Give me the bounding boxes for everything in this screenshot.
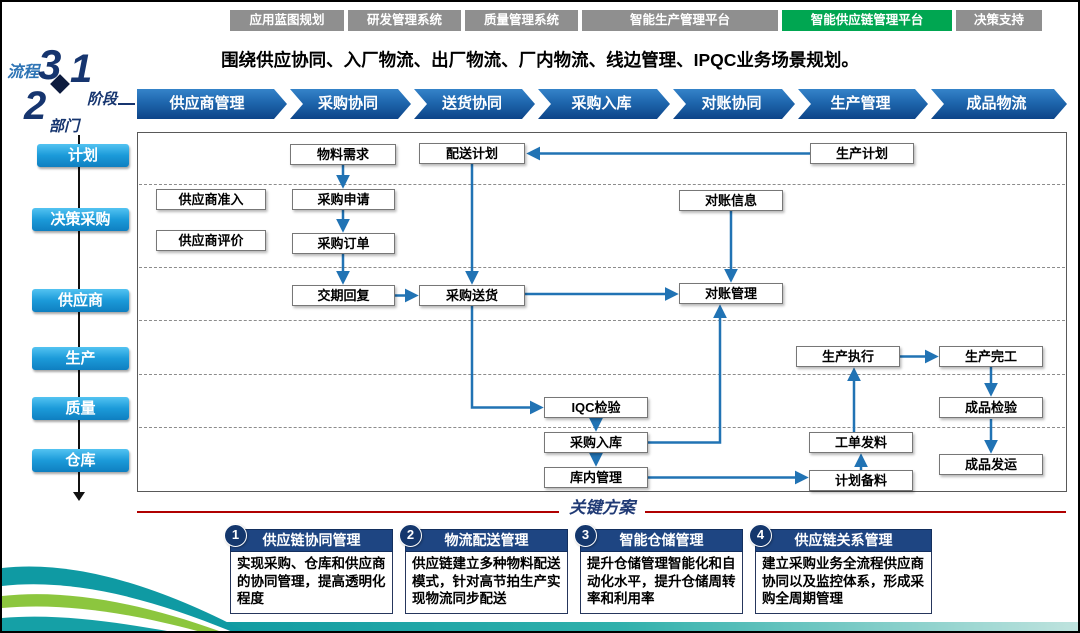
- flow-box-production-completion: 生产完工: [939, 346, 1043, 367]
- decorative-number-3: 3: [38, 41, 62, 88]
- dept-procurement-decision: 决策采购: [32, 208, 129, 231]
- tab-smart-production-platform[interactable]: 智能生产管理平台: [582, 10, 778, 31]
- solution-number-badge: 4: [749, 524, 772, 547]
- solution-card-3: 3 智能仓储管理 提升仓储管理智能化和自动化水平，提升仓储周转率和利用率: [574, 524, 743, 614]
- dept-warehouse: 仓库: [32, 449, 129, 472]
- lane-divider: [139, 374, 1065, 375]
- tab-quality-management[interactable]: 质量管理系统: [465, 10, 578, 31]
- tab-rd-management[interactable]: 研发管理系统: [348, 10, 461, 31]
- dept-axis-arrowhead-icon: [73, 492, 85, 501]
- solution-body: 实现采购、仓库和供应商的协同管理，提高透明化程度: [230, 552, 393, 614]
- footer-swoosh-decoration: [2, 566, 245, 631]
- stage-production-management: 生产管理: [798, 89, 928, 119]
- stage-label: 阶段: [87, 91, 118, 108]
- stage-delivery-collaboration: 送货协同: [414, 89, 535, 119]
- flow-box-plan-material: 计划备料: [809, 470, 913, 491]
- solution-card-1: 1 供应链协同管理 实现采购、仓库和供应商的协同管理，提高透明化程度: [224, 524, 393, 614]
- stage-reconciliation-collaboration: 对账协同: [673, 89, 795, 119]
- solution-number-badge: 1: [224, 524, 247, 547]
- stage-finished-goods-logistics: 成品物流: [931, 89, 1067, 119]
- flow-box-delivery-reply: 交期回复: [292, 285, 395, 306]
- flow-box-finished-inspection: 成品检验: [939, 397, 1043, 418]
- tab-application-blueprint[interactable]: 应用蓝图规划: [230, 10, 344, 31]
- dept-quality: 质量: [32, 397, 129, 420]
- flow-box-purchase-delivery: 采购送货: [419, 285, 525, 306]
- flow-box-material-demand: 物料需求: [290, 144, 396, 165]
- key-solutions-label-text: 关键方案: [559, 499, 645, 517]
- solution-title: 供应链关系管理: [755, 529, 932, 552]
- flow-box-work-order-issue: 工单发料: [809, 432, 913, 453]
- solution-body: 建立采购业务全流程供应商协同以及监控体系，形成采购全周期管理: [755, 552, 932, 614]
- decorative-number-2: 2: [24, 84, 47, 128]
- solution-number-badge: 2: [399, 524, 422, 547]
- flow-box-finished-shipment: 成品发运: [939, 454, 1043, 475]
- stage-procurement-collaboration: 采购协同: [290, 89, 411, 119]
- stage-supplier-management: 供应商管理: [137, 89, 287, 119]
- flow-box-delivery-plan: 配送计划: [419, 143, 525, 164]
- flow-box-reconciliation-info: 对账信息: [679, 190, 783, 211]
- dept-label: 部门: [49, 118, 80, 135]
- flow-box-warehouse-mgmt: 库内管理: [544, 467, 648, 488]
- solution-title: 供应链协同管理: [230, 529, 393, 552]
- tab-decision-support[interactable]: 决策支持: [956, 10, 1042, 31]
- lane-divider: [139, 320, 1065, 321]
- page-title: 围绕供应协同、入厂物流、出厂物流、厂内物流、线边管理、IPQC业务场景规划。: [221, 50, 859, 70]
- flow-box-supplier-admission: 供应商准入: [156, 189, 266, 210]
- footer-bar-decoration: [152, 622, 1078, 631]
- lane-divider: [139, 267, 1065, 268]
- dept-supplier: 供应商: [32, 289, 129, 312]
- flow-box-iqc-inspection: IQC检验: [544, 397, 648, 418]
- flow-box-reconciliation-mgmt: 对账管理: [679, 283, 783, 304]
- key-solutions-label: 关键方案: [137, 494, 1067, 518]
- dept-production: 生产: [32, 347, 129, 370]
- dept-axis-line: [78, 135, 80, 493]
- flow-box-purchase-order: 采购订单: [292, 233, 395, 254]
- solution-title: 物流配送管理: [405, 529, 568, 552]
- stage-connector-dash: [118, 103, 135, 105]
- decorative-number-1: 1: [70, 47, 93, 91]
- solution-card-2: 2 物流配送管理 供应链建立多种物料配送模式，针对高节拍生产实现物流同步配送: [399, 524, 568, 614]
- solution-card-4: 4 供应链关系管理 建立采购业务全流程供应商协同以及监控体系，形成采购全周期管理: [749, 524, 932, 614]
- solution-number-badge: 3: [574, 524, 597, 547]
- solution-body: 提升仓储管理智能化和自动化水平，提升仓储周转率和利用率: [580, 552, 743, 614]
- diagram-frame: [137, 132, 1067, 492]
- flow-box-production-execution: 生产执行: [796, 346, 900, 367]
- lane-divider: [139, 427, 1065, 428]
- process-label: 流程: [7, 64, 40, 81]
- solution-body: 供应链建立多种物料配送模式，针对高节拍生产实现物流同步配送: [405, 552, 568, 614]
- dept-planning: 计划: [37, 144, 129, 167]
- solution-title: 智能仓储管理: [580, 529, 743, 552]
- lane-divider: [139, 184, 1065, 185]
- tab-smart-supply-chain-platform[interactable]: 智能供应链管理平台: [782, 10, 952, 31]
- flow-box-purchase-receipt: 采购入库: [544, 432, 648, 453]
- flow-box-purchase-request: 采购申请: [292, 189, 395, 210]
- flow-box-production-plan: 生产计划: [810, 143, 914, 164]
- stage-purchase-receipt: 采购入库: [538, 89, 670, 119]
- flow-box-supplier-evaluation: 供应商评价: [156, 230, 266, 251]
